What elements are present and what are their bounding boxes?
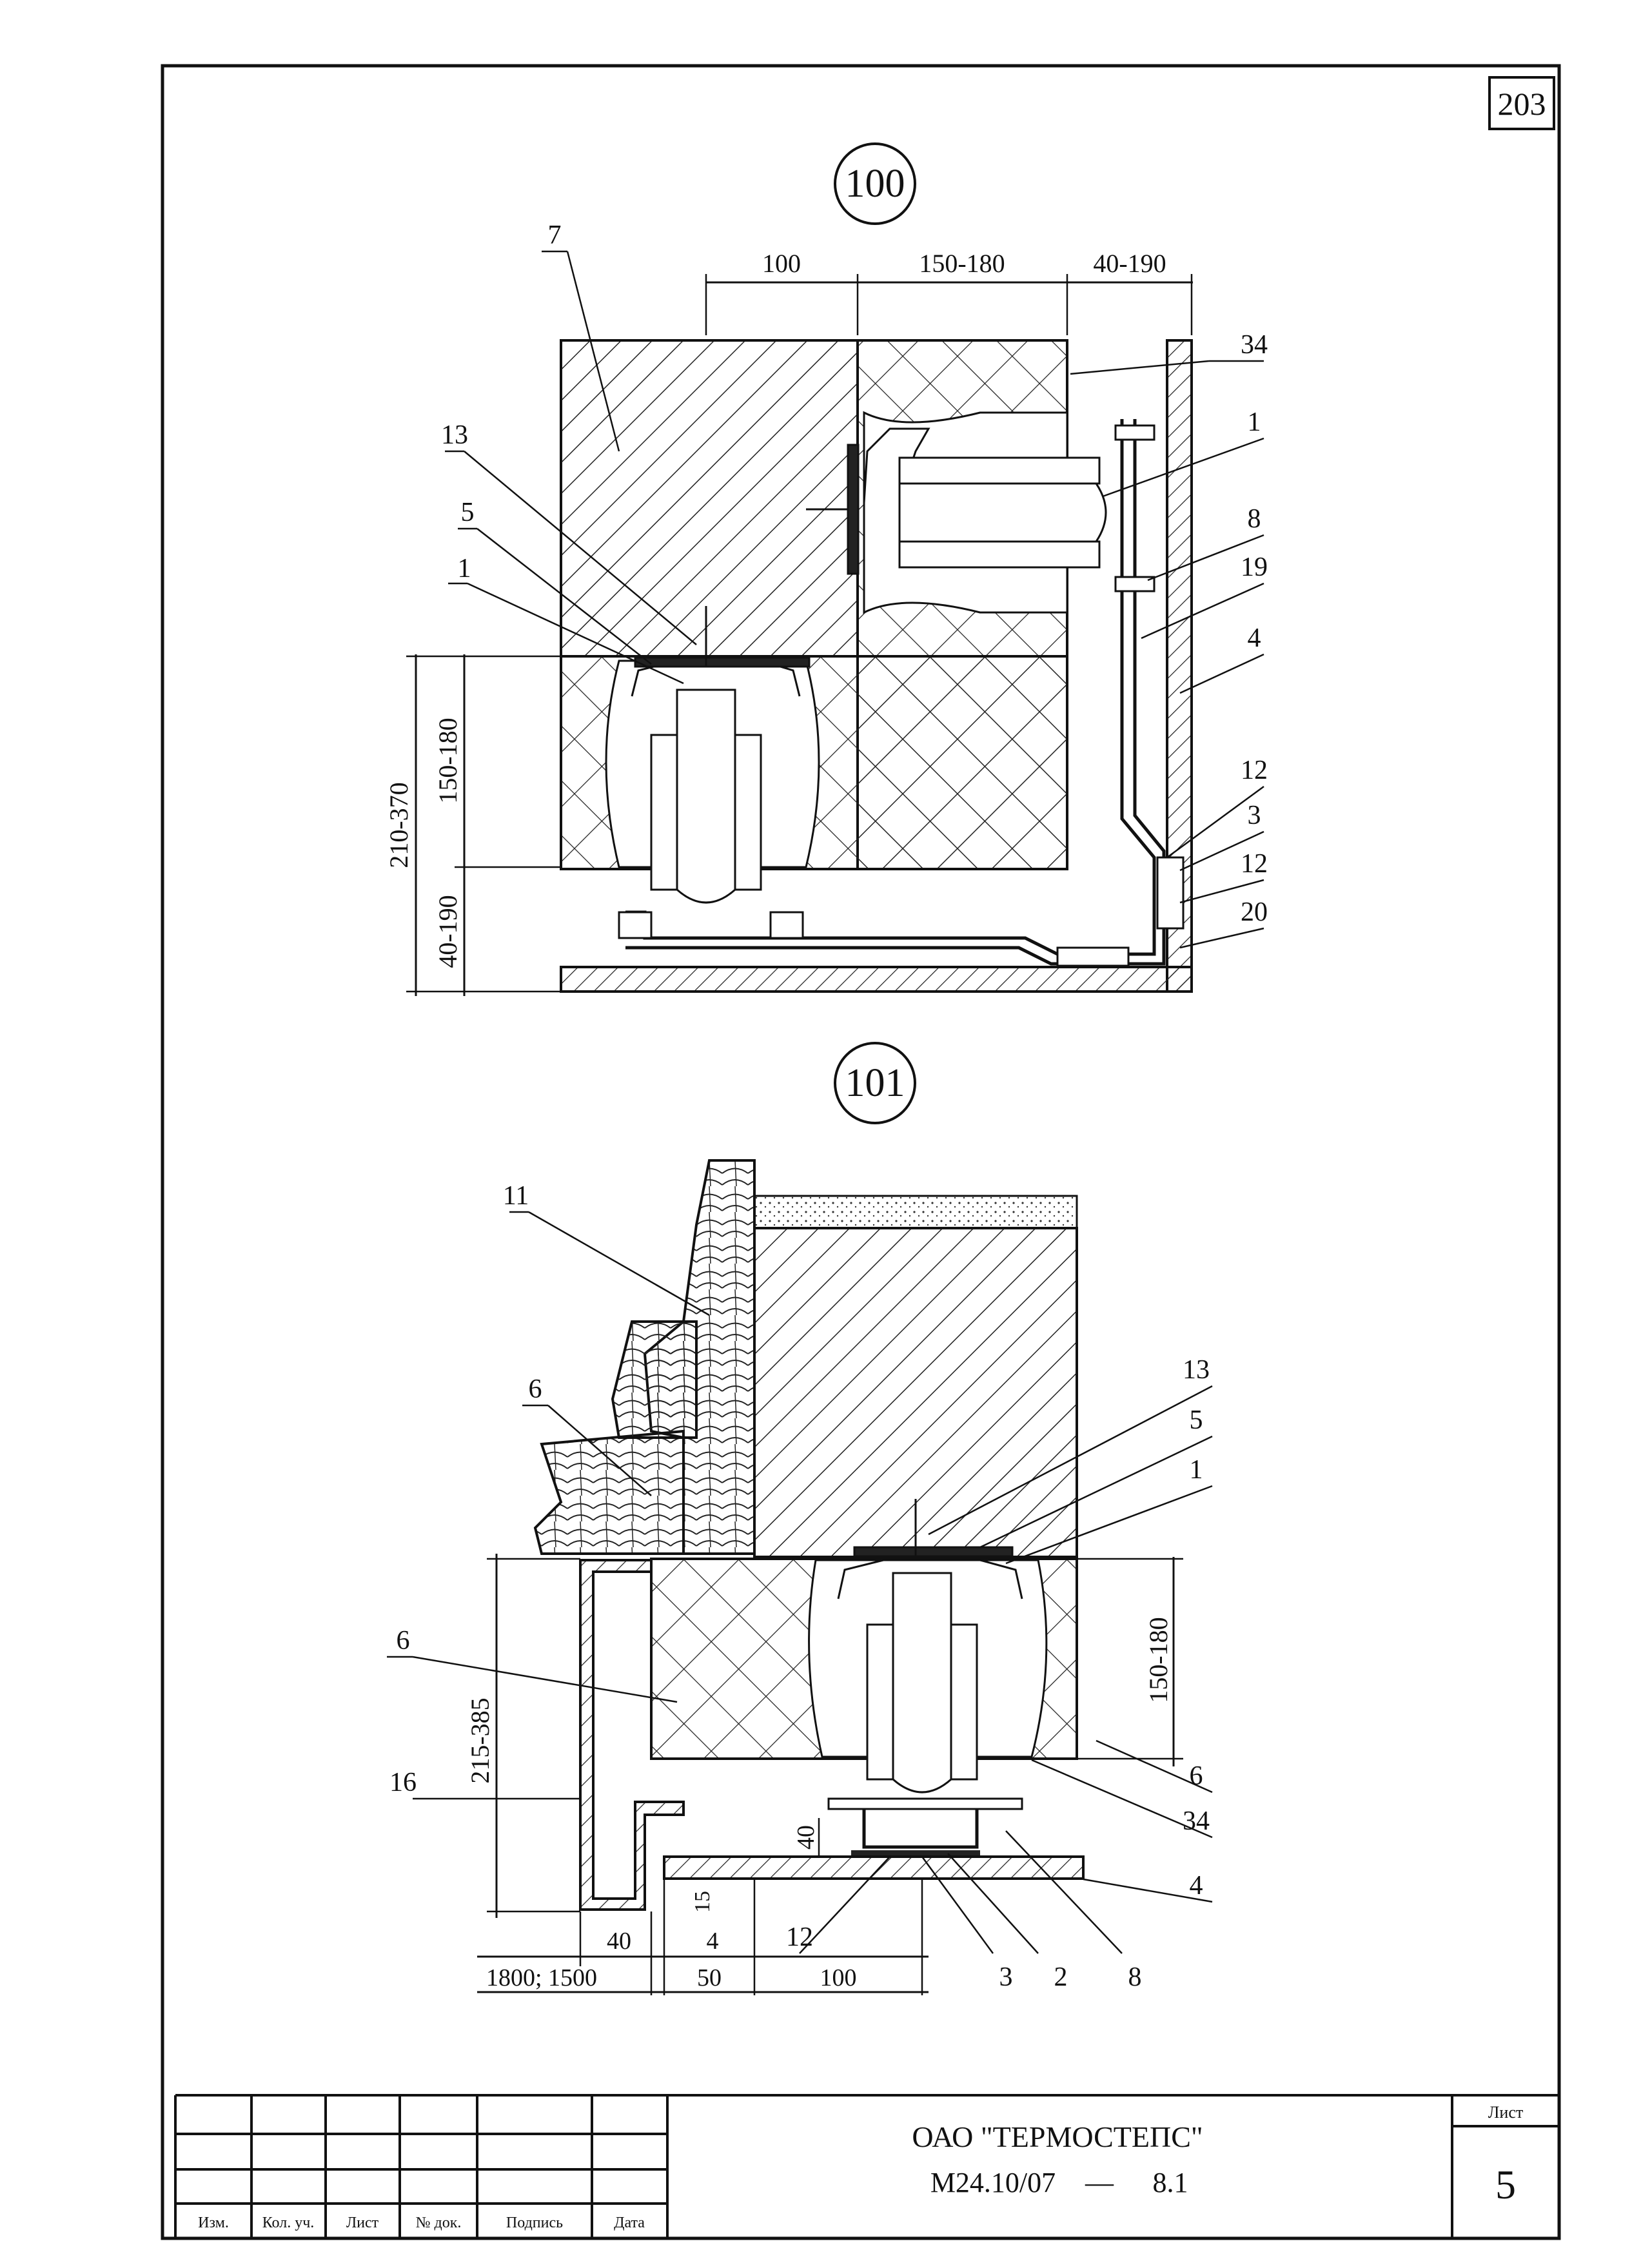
wood-plinth — [533, 1429, 685, 1555]
callout-5: 5 — [461, 498, 475, 527]
corner-number-box — [1488, 76, 1555, 130]
callout-12: 12 — [786, 1922, 813, 1952]
callout-8: 8 — [1128, 1962, 1142, 1992]
dim-left-total: 215-385 — [466, 1697, 495, 1783]
callout-13: 13 — [441, 420, 468, 450]
callout-1: 1 — [458, 554, 471, 583]
dim-top-1: 100 — [762, 249, 801, 278]
tb-col-date: Дата — [614, 2214, 645, 2231]
z-profile — [579, 1559, 685, 1911]
callout-34: 34 — [1183, 1806, 1210, 1836]
heater-element — [837, 1499, 1023, 1794]
tb-col-doc: № док. — [416, 2214, 462, 2231]
callout-6: 6 — [529, 1374, 542, 1404]
tb-organization: ОАО "ТЕРМОСТЕПС" — [912, 2120, 1203, 2153]
callout-20: 20 — [1241, 897, 1268, 927]
tb-col-list: Лист — [346, 2214, 379, 2231]
base-plate — [663, 1855, 1085, 1880]
tb-col-sign: Подпись — [506, 2214, 563, 2231]
callout-6b: 6 — [397, 1626, 410, 1656]
dim-left-gap: 40-190 — [433, 895, 462, 968]
callout-19: 19 — [1241, 552, 1268, 582]
callout-1b: 1 — [1248, 407, 1261, 437]
floor-screed — [753, 1195, 1078, 1229]
callout-6c: 6 — [1190, 1761, 1203, 1791]
detail-100-marker — [834, 142, 916, 225]
tb-document: М24.10/07 — [930, 2167, 1056, 2198]
callout-11: 11 — [503, 1181, 529, 1211]
dim-top-2: 150-180 — [919, 249, 1005, 278]
dim-bottom-40: 40 — [607, 1928, 631, 1955]
heater-element-upper — [806, 427, 1107, 575]
heater-element-lower — [631, 606, 811, 904]
callout-3: 3 — [1248, 801, 1261, 830]
masonry-wall — [560, 339, 859, 658]
detail-101-marker-label: 101 — [845, 1061, 905, 1105]
detail-101: 101 150-180 — [387, 1042, 1213, 1995]
callout-2: 2 — [1054, 1962, 1068, 1992]
leaders-detail-100 — [445, 250, 1264, 949]
dim-bottom-15: 15 — [691, 1891, 714, 1913]
detail-100-marker-label: 100 — [845, 162, 905, 206]
bottom-bracket — [832, 1803, 1019, 1849]
wood-block — [611, 1320, 698, 1439]
dim-right-insulation: 150-180 — [1144, 1617, 1173, 1703]
tb-col-izm: Изм. — [198, 2214, 229, 2231]
tb-section: 8.1 — [1153, 2167, 1188, 2198]
title-block — [174, 2094, 1559, 2238]
callout-12b: 12 — [1241, 849, 1268, 879]
detail-100: 100 100 150-180 40-190 — [384, 142, 1268, 996]
dim-left-total: 210-370 — [384, 782, 413, 868]
detail-101-marker — [834, 1042, 916, 1124]
dim-bottom-100: 100 — [820, 1964, 857, 1991]
leaders-detail-101 — [387, 1211, 1213, 1954]
bolts — [618, 424, 1185, 967]
dim-left-40: 40 — [792, 1825, 820, 1850]
dim-top-3: 40-190 — [1093, 249, 1166, 278]
callout-4: 4 — [1190, 1871, 1203, 1901]
dim-bottom-4: 4 — [707, 1928, 719, 1955]
callout-5: 5 — [1190, 1405, 1203, 1435]
callout-13: 13 — [1183, 1355, 1210, 1385]
casing-bottom — [560, 966, 1193, 993]
callout-16: 16 — [389, 1768, 417, 1797]
dim-bottom-50: 50 — [697, 1964, 722, 1991]
callout-12: 12 — [1241, 756, 1268, 785]
dim-left-insulation: 150-180 — [433, 718, 462, 803]
tb-dash: — — [1085, 2167, 1114, 2198]
tb-sheet-label: Лист — [1488, 2103, 1523, 2122]
callout-1: 1 — [1190, 1455, 1203, 1485]
tb-col-kol: Кол. уч. — [262, 2214, 315, 2231]
tb-sheet-value: 5 — [1495, 2162, 1516, 2207]
corner-number: 203 — [1498, 86, 1546, 122]
callout-34: 34 — [1241, 330, 1268, 360]
sheet-frame — [161, 64, 1561, 2240]
callout-3: 3 — [999, 1962, 1013, 1992]
callout-7: 7 — [548, 220, 562, 250]
callout-8: 8 — [1248, 504, 1261, 534]
callout-4: 4 — [1248, 623, 1261, 653]
dim-bottom-1800: 1800; 1500 — [486, 1964, 597, 1991]
